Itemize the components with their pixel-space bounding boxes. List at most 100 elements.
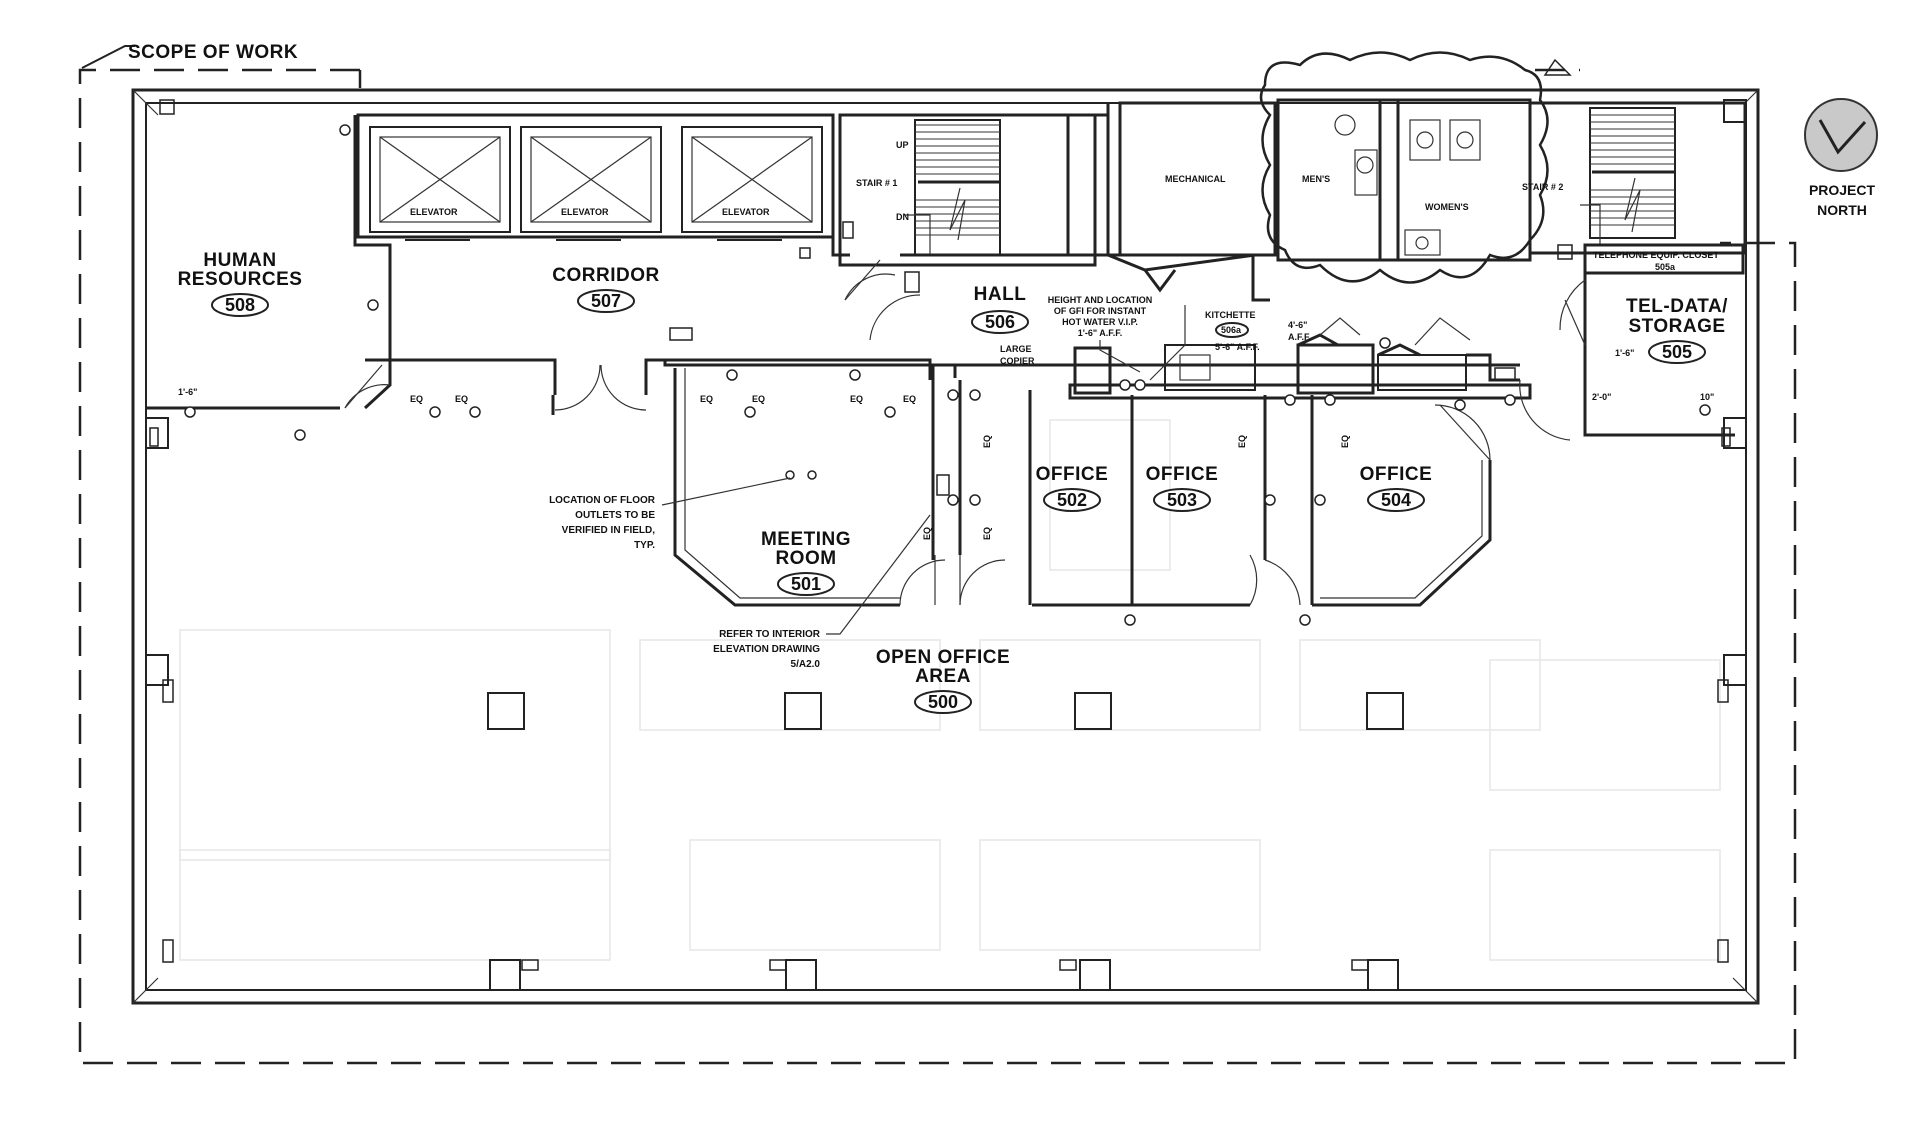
- human-resources-number: 508: [225, 295, 255, 315]
- open-office-number: 500: [928, 692, 958, 712]
- room-number-pill: [1043, 488, 1101, 512]
- eq-mark: EQ: [982, 527, 992, 540]
- note-line: 5/A2.0: [791, 659, 821, 670]
- mens-restroom-label: MEN'S: [1302, 174, 1330, 184]
- aff-note-2: 5'-6" A.F.F.: [1215, 342, 1260, 352]
- column: [1723, 417, 1747, 449]
- office-502-number: 502: [1057, 490, 1087, 510]
- column: [1079, 959, 1111, 991]
- columns: [145, 99, 1747, 991]
- elevator-bank: [356, 113, 835, 241]
- office-503-number: 503: [1167, 490, 1197, 510]
- aff-note-1b: A.F.F.: [1288, 332, 1311, 342]
- meeting-room-name: MEETING: [761, 529, 851, 550]
- room-number-pill: [1153, 488, 1211, 512]
- column: [1367, 959, 1399, 991]
- eq-mark: EQ: [410, 394, 423, 404]
- elevator-label: ELEVATOR: [561, 207, 609, 217]
- eq-mark: EQ: [1340, 435, 1350, 448]
- tel-data-name-line2: STORAGE: [1628, 316, 1725, 337]
- tel-data-name: TEL-DATA/: [1626, 296, 1728, 317]
- kitchenette-label: KITCHETTE: [1205, 310, 1256, 320]
- column: [785, 959, 817, 991]
- corridor-name: CORRIDOR: [552, 265, 659, 286]
- open-office-name: OPEN OFFICE: [876, 647, 1010, 668]
- elevator-label: ELEVATOR: [410, 207, 458, 217]
- note-line: OF GFI FOR INSTANT: [1054, 306, 1147, 316]
- north-label-line2: NORTH: [1817, 202, 1867, 218]
- stair-down-label: DN: [896, 212, 909, 222]
- large-copier-label: LARGE: [1000, 344, 1032, 354]
- office-503-name: OFFICE: [1146, 464, 1219, 485]
- column: [145, 417, 169, 449]
- dimension-label: 10": [1700, 392, 1714, 402]
- stair-1-label: STAIR # 1: [856, 178, 897, 188]
- aff-note-1: 4'-6": [1288, 320, 1307, 330]
- note-line: 1'-6" A.F.F.: [1078, 328, 1123, 338]
- eq-mark: EQ: [850, 394, 863, 404]
- hall-number: 506: [985, 312, 1015, 332]
- note-line: LOCATION OF FLOOR: [549, 495, 656, 506]
- office-504-name: OFFICE: [1360, 464, 1433, 485]
- large-copier-label-line2: COPIER: [1000, 356, 1035, 366]
- meeting-room-name-line2: ROOM: [775, 548, 836, 569]
- note-line: ELEVATION DRAWING: [713, 644, 820, 655]
- eq-mark: EQ: [700, 394, 713, 404]
- eq-mark: EQ: [1237, 435, 1247, 448]
- office-502-name: OFFICE: [1036, 464, 1109, 485]
- north-label-line1: PROJECT: [1809, 182, 1876, 198]
- compass-icon: [1818, 119, 1867, 155]
- mechanical-label: MECHANICAL: [1165, 174, 1226, 184]
- corridor-number: 507: [591, 291, 621, 311]
- meeting-room-number: 501: [791, 574, 821, 594]
- north-arrow: [1804, 98, 1878, 172]
- stair-2: [1528, 101, 1747, 255]
- eq-mark: EQ: [903, 394, 916, 404]
- note-line: TYP.: [634, 540, 655, 551]
- tel-data-door: [1519, 379, 1571, 441]
- note-floor-outlets: LOCATION OF FLOOR OUTLETS TO BE VERIFIED…: [549, 477, 791, 551]
- note-line: HOT WATER V.I.P.: [1062, 317, 1138, 327]
- room-number-pill: [1648, 340, 1706, 364]
- tel-data-storage-walls: [1559, 273, 1735, 437]
- room-number-pill: [914, 690, 972, 714]
- dimension-label: 1'-6": [1615, 348, 1634, 358]
- dimension-label: 2'-0": [1592, 392, 1611, 402]
- office-walls: [1130, 395, 1492, 607]
- human-resources-name-line2: RESOURCES: [178, 269, 303, 290]
- column: [1366, 692, 1404, 730]
- stair-2-label: STAIR # 2: [1522, 182, 1563, 192]
- room-number-pill: [777, 572, 835, 596]
- vertical-corridor-walls: [958, 380, 1130, 607]
- corridor-walls: [390, 237, 932, 415]
- column: [1074, 692, 1112, 730]
- column: [1723, 654, 1747, 686]
- human-resources-walls: [146, 115, 392, 410]
- outlet-symbols: [184, 124, 1711, 626]
- mechanical-room: [1066, 101, 1277, 272]
- note-line: OUTLETS TO BE: [575, 510, 655, 521]
- kitchenette-number: 506a: [1221, 325, 1242, 335]
- eq-markers: EQ EQ EQ EQ EQ EQ EQ EQ EQ EQ EQ: [410, 394, 1350, 540]
- tel-data-number: 505: [1662, 342, 1692, 362]
- room-number-pill: [1367, 488, 1425, 512]
- restroom-cloud: [1259, 51, 1572, 284]
- column: [489, 959, 521, 991]
- stair-up-label: UP: [896, 140, 909, 150]
- elevator-label: ELEVATOR: [722, 207, 770, 217]
- column: [784, 692, 822, 730]
- note-line: VERIFIED IN FIELD,: [562, 525, 656, 536]
- telephone-closet-label: TELEPHONE EQUIP. CLOSET: [1593, 250, 1719, 260]
- meeting-room-walls: [673, 365, 946, 607]
- column: [145, 654, 169, 686]
- office-504-number: 504: [1381, 490, 1411, 510]
- eq-mark: EQ: [752, 394, 765, 404]
- telephone-closet-number: 505a: [1655, 262, 1676, 272]
- kitchenette-number-pill: [1215, 322, 1249, 338]
- human-resources-name: HUMAN: [203, 250, 276, 271]
- room-number-pill: [577, 289, 635, 313]
- scope-of-work-label: SCOPE OF WORK: [128, 42, 298, 63]
- stair-1: [838, 113, 1120, 267]
- open-office-name-line2: AREA: [915, 666, 971, 687]
